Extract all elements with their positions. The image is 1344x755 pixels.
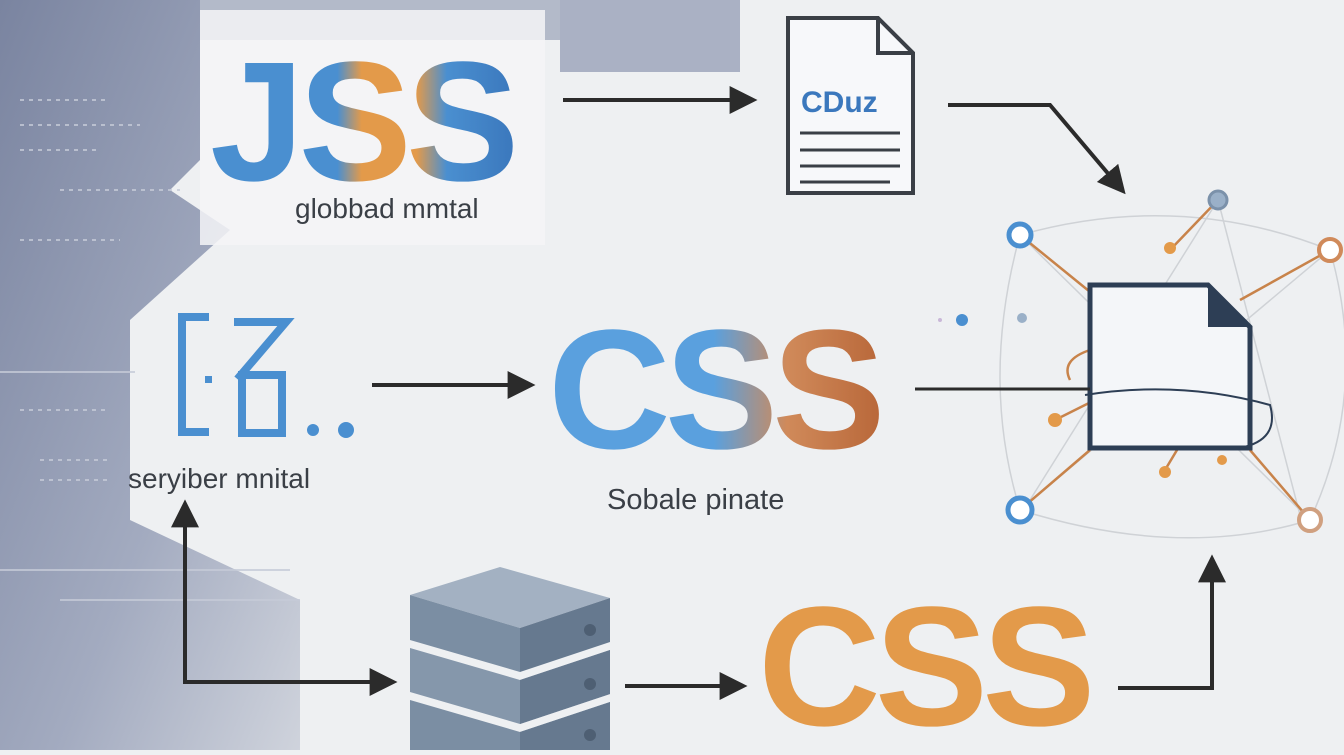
top-caption: globbad mmtal — [295, 193, 479, 224]
server-stack-icon — [410, 567, 610, 750]
arrow-server-link — [171, 499, 398, 696]
arrow-css-to-network — [1118, 554, 1226, 690]
document-icon — [786, 16, 915, 195]
server-caption: seryiber mnital — [128, 463, 311, 494]
network-graph-icon — [938, 189, 1344, 539]
arrow-document-to-network — [948, 103, 1126, 195]
top-logo: JSS — [210, 27, 513, 217]
code-brackets-icon — [178, 313, 354, 438]
middle-logo: CSS — [548, 295, 880, 485]
middle-caption: Sobale pinate — [607, 484, 785, 516]
bottom-logo: CSS — [758, 572, 1090, 750]
document-label: CDuz — [801, 86, 878, 119]
top-logo-card — [200, 10, 545, 245]
